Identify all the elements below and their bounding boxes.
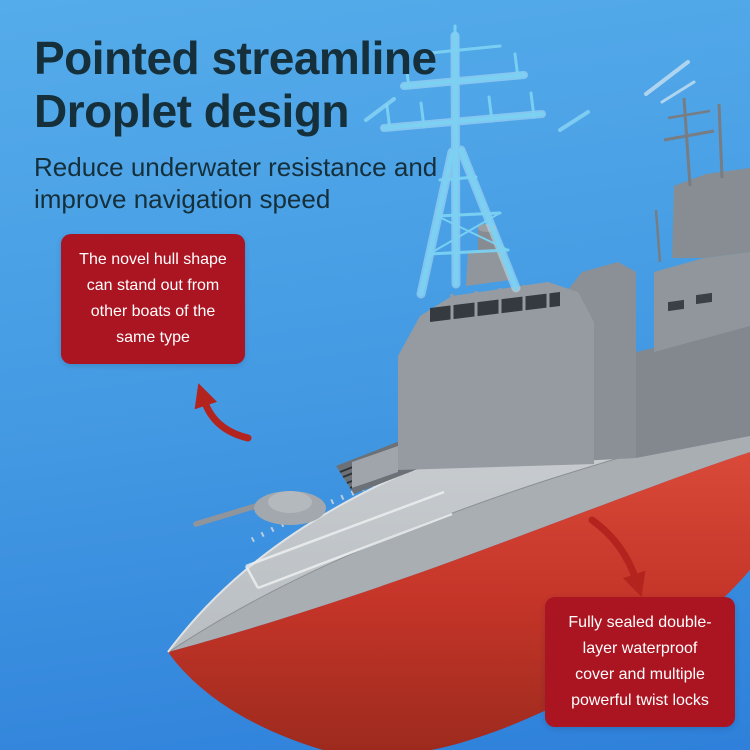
top-right-antennas	[644, 60, 696, 104]
ship-superstructure-aft	[636, 97, 750, 458]
callout-hull-shape: The novel hull shape can stand out from …	[61, 234, 245, 364]
aft-antennas	[654, 97, 724, 263]
subtitle: Reduce underwater resistance and improve…	[34, 152, 437, 215]
title-line-1: Pointed streamline	[34, 32, 437, 84]
gun-barrel	[193, 503, 259, 527]
fire-director	[466, 246, 510, 286]
aft-windows	[668, 292, 712, 312]
callout-line: Fully sealed double-	[568, 614, 712, 631]
callout-line: cover and multiple	[575, 665, 705, 683]
page-title: Pointed streamline Droplet design	[34, 32, 437, 138]
arrow-up-left-icon	[194, 383, 252, 442]
callout-line: powerful twist locks	[571, 691, 709, 709]
ship-hull-side	[168, 420, 750, 652]
callout-line: other boats of the	[90, 302, 216, 320]
bridge-windows	[430, 292, 560, 322]
title-line-2: Droplet design	[34, 84, 350, 137]
deck-markings	[244, 490, 453, 590]
radar-mast	[364, 24, 696, 299]
arrow-down-right-icon	[588, 516, 646, 597]
subtitle-line-2: improve navigation speed	[34, 183, 331, 214]
header: Pointed streamline Droplet design Reduce…	[34, 32, 437, 215]
ship-bridge	[398, 224, 594, 470]
callout-line: layer waterproof	[582, 639, 698, 657]
gun-turret	[193, 491, 326, 527]
callout-line: same type	[116, 328, 190, 346]
subtitle-line-1: Reduce underwater resistance and	[34, 151, 438, 182]
callout-line: The novel hull shape	[79, 251, 227, 268]
callout-waterproof: Fully sealed double- layer waterproof co…	[545, 597, 735, 727]
forward-deckhouse	[352, 446, 398, 488]
callout-line: can stand out from	[86, 276, 220, 294]
